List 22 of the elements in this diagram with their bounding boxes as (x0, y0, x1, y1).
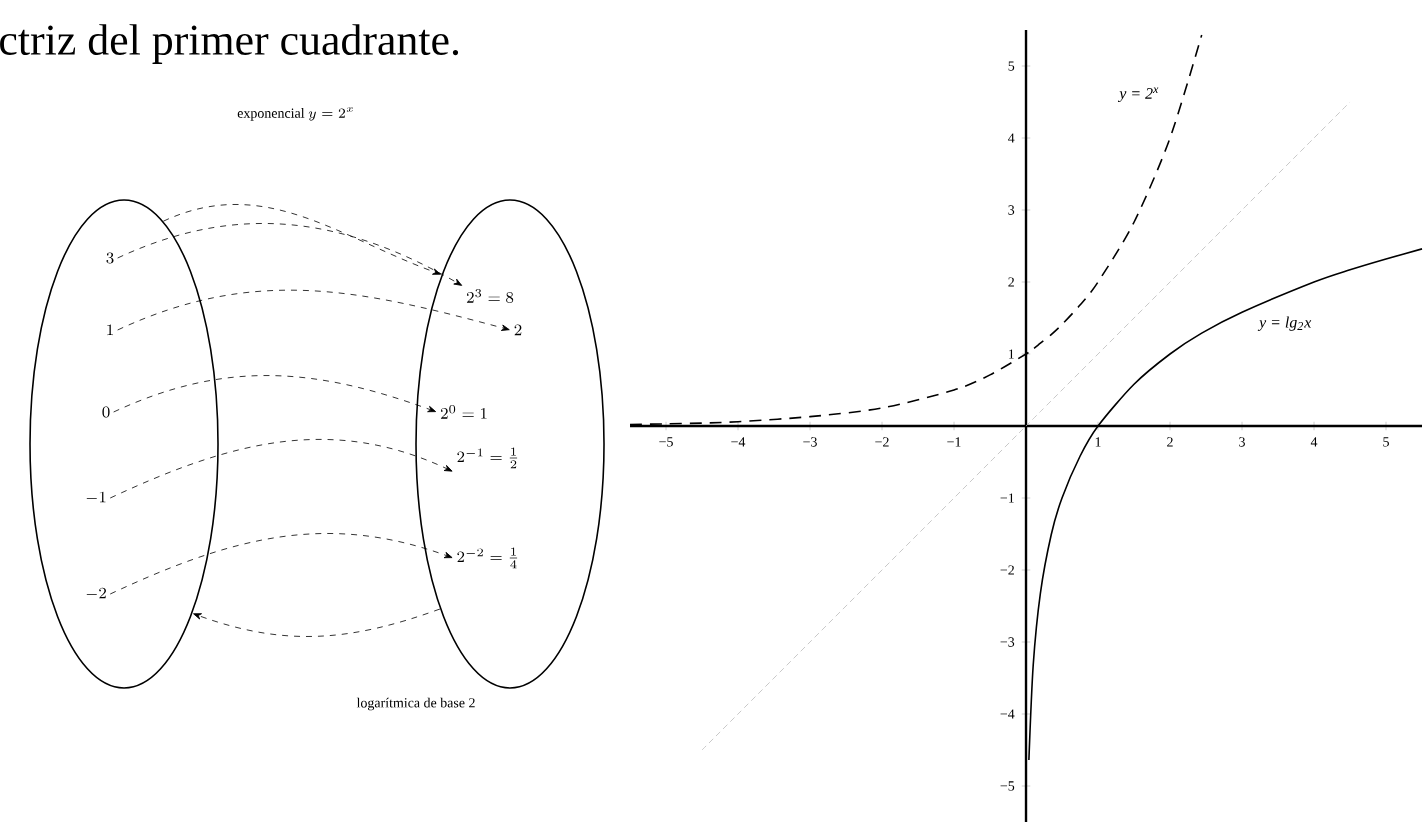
value-label: $2$ (514, 324, 522, 336)
arrow (162, 204, 441, 275)
set-ellipse (29, 199, 219, 689)
set-ellipse (415, 199, 605, 689)
arrow (193, 608, 441, 637)
value-label: $2^0 = 1$ (440, 405, 487, 419)
arrow (113, 375, 437, 413)
value-label: $2^3 = 8$ (466, 289, 514, 303)
arrow (117, 289, 510, 331)
value-label: $1$ (107, 324, 113, 336)
value-label: $2^{-1} = \frac{1}{2}$ (457, 447, 518, 469)
value-label: $0$ (102, 406, 110, 418)
value-label: $-1$ (86, 491, 106, 503)
arrow (109, 533, 453, 595)
arrow (109, 439, 453, 499)
value-label: $3$ (106, 252, 114, 264)
heading: ctriz del primer cuadrante. (0, 24, 459, 64)
value-label: $-2$ (86, 587, 106, 599)
value-label: $2^{-2} = \frac{1}{4}$ (457, 547, 518, 569)
edge-label: $\text{exponencial } y = 2^x$ (235, 105, 357, 123)
line-series (701, 101, 1351, 751)
arrow (117, 223, 463, 286)
